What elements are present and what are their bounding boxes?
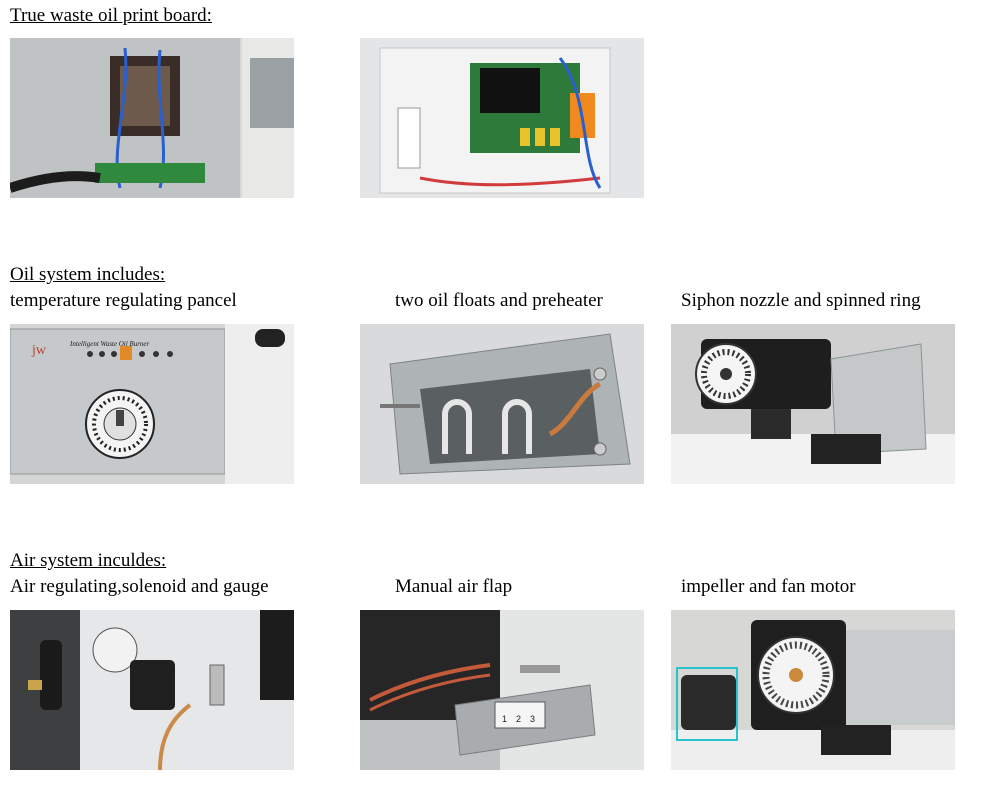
section-heading-air-system: Air system inculdes: xyxy=(10,550,167,571)
caption-manual-air-flap: Manual air flap xyxy=(395,576,513,597)
air-flap-photo: 1 2 3 xyxy=(360,610,644,770)
caption-air-regulating: Air regulating,solenoid and gauge xyxy=(10,576,269,597)
brand-logo: jw xyxy=(31,343,47,358)
fan-motor-photo xyxy=(671,610,955,770)
section-heading-print-board: True waste oil print board: xyxy=(10,5,212,26)
flap-scale-3: 3 xyxy=(530,714,535,724)
temperature-panel-photo: jw Intelligent Waste Oil Burner xyxy=(10,324,294,484)
panel-title-text: Intelligent Waste Oil Burner xyxy=(69,340,150,348)
caption-impeller-fan-motor: impeller and fan motor xyxy=(681,576,856,597)
air-regulator-photo xyxy=(10,610,294,770)
flap-scale-1: 1 xyxy=(502,714,507,724)
siphon-nozzle-photo xyxy=(671,324,955,484)
oil-float-photo xyxy=(360,324,644,484)
flap-scale-2: 2 xyxy=(516,714,521,724)
circuit-board-photo xyxy=(360,38,644,198)
control-box-photo xyxy=(10,38,294,198)
caption-temperature-panel: temperature regulating pancel xyxy=(10,290,237,311)
caption-siphon-nozzle: Siphon nozzle and spinned ring xyxy=(681,290,921,311)
section-heading-oil-system: Oil system includes: xyxy=(10,264,166,285)
caption-oil-floats: two oil floats and preheater xyxy=(395,290,603,311)
